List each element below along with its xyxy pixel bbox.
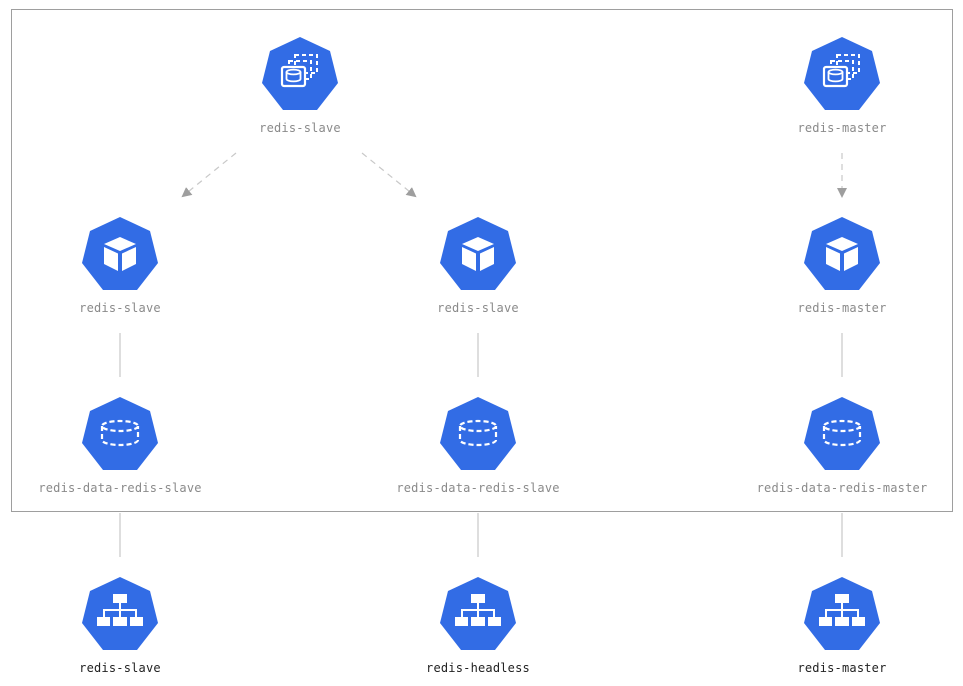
node-label: redis-headless <box>426 661 530 675</box>
pvc-node-redis-data-redis-slave-1[interactable]: redis-data-redis-slave <box>0 395 240 495</box>
node-label: redis-data-redis-slave <box>38 481 202 495</box>
pod-node-redis-slave-1[interactable]: redis-slave <box>0 215 240 315</box>
node-label: redis-data-redis-master <box>756 481 928 495</box>
edge-statefulset-slave-to-pod-slave-1 <box>181 152 237 198</box>
node-label: redis-master <box>797 661 887 675</box>
service-icon <box>440 577 516 650</box>
pod-icon <box>440 217 516 290</box>
pod-node-redis-master[interactable]: redis-master <box>722 215 962 315</box>
statefulset-node-redis-master[interactable]: redis-master <box>722 35 962 135</box>
node-label: redis-data-redis-slave <box>396 481 560 495</box>
node-label: redis-slave <box>79 301 161 315</box>
node-label: redis-slave <box>259 121 341 135</box>
service-node-redis-master[interactable]: redis-master <box>722 575 962 675</box>
service-icon <box>804 577 880 650</box>
edge-statefulset-slave-to-pod-slave-2 <box>361 152 417 198</box>
node-label: redis-master <box>797 121 887 135</box>
node-label: redis-master <box>797 301 887 315</box>
statefulset-icon <box>262 37 338 110</box>
statefulset-icon <box>804 37 880 110</box>
pvc-icon <box>804 397 880 470</box>
service-node-redis-slave[interactable]: redis-slave <box>0 575 240 675</box>
pvc-node-redis-data-redis-slave-2[interactable]: redis-data-redis-slave <box>358 395 598 495</box>
service-node-redis-headless[interactable]: redis-headless <box>358 575 598 675</box>
service-icon <box>82 577 158 650</box>
pod-node-redis-slave-2[interactable]: redis-slave <box>358 215 598 315</box>
pvc-node-redis-data-redis-master[interactable]: redis-data-redis-master <box>722 395 962 495</box>
pod-icon <box>804 217 880 290</box>
pvc-icon <box>440 397 516 470</box>
statefulset-node-redis-slave[interactable]: redis-slave <box>180 35 420 135</box>
node-label: redis-slave <box>437 301 519 315</box>
pod-icon <box>82 217 158 290</box>
pvc-icon <box>82 397 158 470</box>
node-label: redis-slave <box>79 661 161 675</box>
